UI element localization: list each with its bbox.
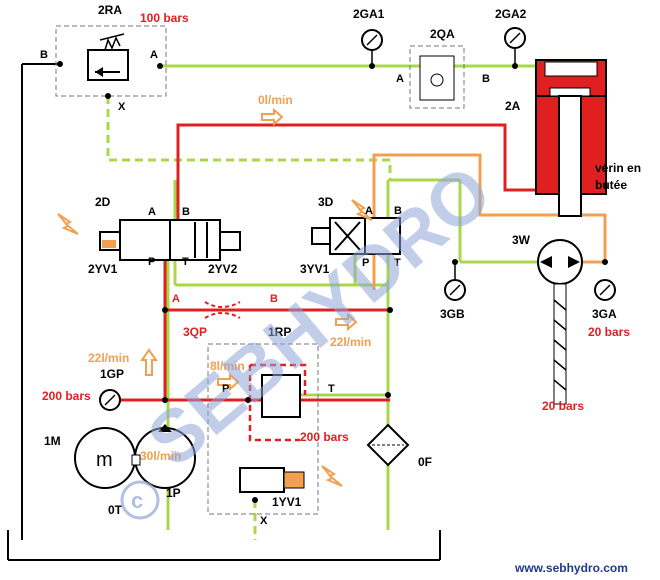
pilot-line: [106, 96, 392, 540]
gauge-2GA1: [361, 29, 383, 66]
label-3YV1: 3YV1: [300, 262, 330, 276]
label-A-3D: A: [365, 205, 373, 217]
website-url: www.sebhydro.com: [514, 561, 628, 575]
pump-1P: [131, 424, 196, 489]
cylinder-2A: [535, 59, 607, 217]
label-3GA: 3GA: [592, 307, 617, 321]
label-T-2D: T: [182, 256, 189, 268]
label-1YV1: 1YV1: [272, 495, 302, 509]
label-T-3D: T: [394, 257, 401, 269]
label-A-2RA: A: [150, 49, 158, 61]
label-A-2D: A: [148, 206, 156, 218]
junction-dots: [57, 61, 608, 503]
label-verin-1: vérin en: [595, 161, 641, 175]
label-B-2RA: B: [40, 49, 48, 61]
label-X-2RA: X: [118, 101, 126, 113]
label-flow-22-right: 22l/min: [330, 335, 371, 349]
label-2YV1: 2YV1: [88, 262, 118, 276]
orange-lines: [372, 153, 607, 290]
label-20-bars-1: 20 bars: [588, 325, 630, 339]
label-3GB: 3GB: [440, 307, 465, 321]
label-P-2D: P: [148, 256, 155, 268]
label-3W: 3W: [512, 233, 531, 247]
label-B-3QP: B: [270, 293, 278, 305]
label-1M: 1M: [44, 434, 61, 448]
label-flow-22-left: 22l/min: [88, 351, 129, 365]
return-lines: [160, 64, 540, 530]
label-20-bars-2: 20 bars: [542, 399, 584, 413]
label-0T: 0T: [108, 503, 123, 517]
label-P-3D: P: [362, 257, 369, 269]
label-P-1RP: P: [222, 383, 229, 395]
label-B-2QA: B: [482, 73, 490, 85]
reservoir: [7, 63, 441, 561]
label-2RA: 2RA: [98, 3, 122, 17]
pressure-valve-1RP: [207, 343, 319, 515]
lightning-icons: [57, 199, 373, 487]
label-200-bars-left: 200 bars: [42, 389, 91, 403]
label-flow-8: 8l/min: [210, 359, 245, 373]
label-2A: 2A: [505, 99, 521, 113]
label-2GA2: 2GA2: [495, 7, 527, 21]
watermark-c: c: [131, 488, 143, 513]
gauge-3GB: [444, 262, 466, 301]
label-A-3QP: A: [172, 293, 180, 305]
relief-valve-2RA: [55, 25, 167, 97]
pressure-pilot: [248, 363, 307, 442]
label-3D: 3D: [318, 195, 334, 209]
label-B-3D: B: [394, 205, 402, 217]
label-3QP: 3QP: [183, 325, 207, 339]
label-motor-m: m: [96, 449, 113, 471]
gauge-2GA2: [504, 27, 526, 66]
label-1RP: 1RP: [268, 325, 291, 339]
directional-valve-3D: [311, 217, 401, 255]
label-2D: 2D: [95, 195, 111, 209]
label-B-2D: B: [182, 206, 190, 218]
label-2GA1: 2GA1: [353, 7, 385, 21]
flow-arrows: [140, 107, 358, 392]
label-A-2QA: A: [396, 73, 404, 85]
hydraulic-motor-3W: [537, 239, 583, 405]
label-0F: 0F: [418, 455, 432, 469]
restriction-3QP: [204, 301, 241, 319]
label-1P: 1P: [166, 486, 181, 500]
directional-valve-2D: [99, 219, 241, 261]
watermark: c SEBHYDRO: [120, 149, 507, 520]
flow-control-2QA: [409, 45, 465, 109]
label-2QA: 2QA: [430, 27, 455, 41]
label-1GP: 1GP: [100, 367, 124, 381]
label-T-1RP: T: [328, 383, 335, 395]
label-2YV2: 2YV2: [208, 262, 238, 276]
label-flow-30: 30l/min: [140, 449, 181, 463]
label-flow-0: 0l/min: [258, 93, 293, 107]
label-100-bars: 100 bars: [140, 11, 189, 25]
label-200-bars-right: 200 bars: [300, 430, 349, 444]
label-X-1RP: X: [260, 515, 268, 527]
gauge-1GP: [99, 389, 121, 411]
label-verin-2: butée: [595, 178, 627, 192]
gauge-3GA: [594, 279, 616, 301]
filter-0F: [366, 423, 410, 467]
labels: 2RA 100 bars B A X 2GA1 2QA 2GA2 A B 2A …: [40, 3, 641, 575]
